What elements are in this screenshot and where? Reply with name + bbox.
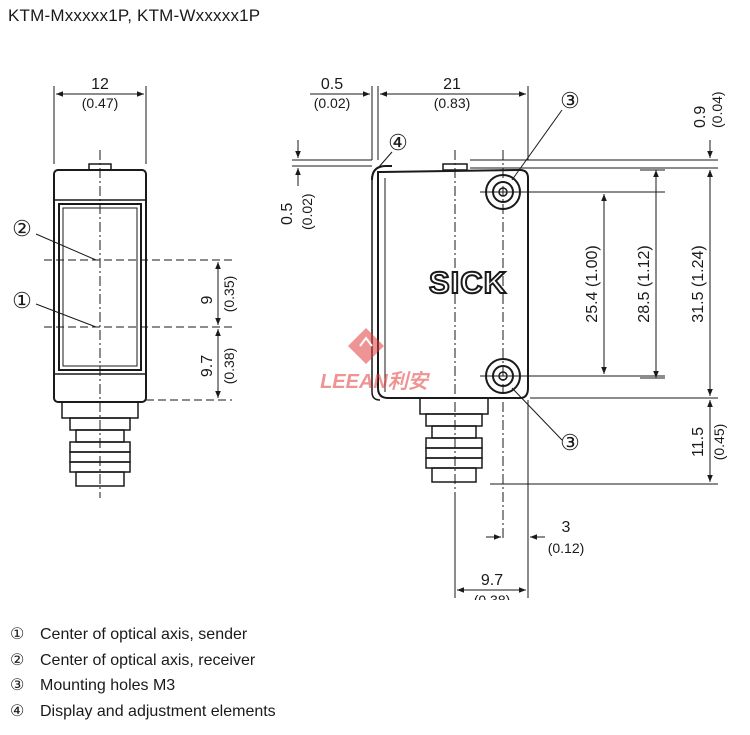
dim-9-in: (0.35) xyxy=(221,276,237,313)
dim-bottom-97-in: (0.38) xyxy=(474,592,511,600)
legend-text: Display and adjustment elements xyxy=(40,702,276,720)
callout-1: ① xyxy=(12,288,32,313)
dim-3: 3 xyxy=(562,519,571,536)
callout-3-bottom: ③ xyxy=(560,430,580,455)
legend-number: ④ xyxy=(10,702,25,720)
dim-21: 21 xyxy=(443,76,461,93)
legend-text: Center of optical axis, sender xyxy=(40,626,248,643)
legend-number: ① xyxy=(10,626,25,643)
dim-12: 12 xyxy=(91,76,109,93)
legend-text: Mounting holes M3 xyxy=(40,677,176,694)
dim-09-in: (0.04) xyxy=(709,91,725,128)
dim-3-in: (0.12) xyxy=(548,540,585,556)
dim-285: 28.5 (1.12) xyxy=(636,245,653,322)
legend-number: ③ xyxy=(10,677,25,694)
brand-logo: SICK xyxy=(429,265,507,300)
dim-05-in: (0.02) xyxy=(314,95,351,111)
dim-115: 11.5 xyxy=(690,427,707,457)
technical-drawing: SICK LEEAN利安 12 (0.47) 0.5 (0.02) 21 (0.… xyxy=(12,76,727,600)
dim-side-05-in: (0.02) xyxy=(299,193,315,230)
dim-bottom-97: 9.7 xyxy=(481,572,503,589)
dim-97-in: (0.38) xyxy=(221,348,237,385)
legend: ① Center of optical axis, sender ② Cente… xyxy=(10,622,276,724)
watermark-text: LEEAN利安 xyxy=(320,370,431,393)
side-view xyxy=(292,86,718,598)
legend-item-2: ② Center of optical axis, receiver xyxy=(10,648,276,674)
dim-09: 0.9 xyxy=(692,106,709,128)
dim-side-05: 0.5 xyxy=(279,203,296,225)
legend-item-4: ④ Display and adjustment elements xyxy=(10,699,276,725)
watermark: LEEAN利安 xyxy=(320,328,431,393)
dim-05: 0.5 xyxy=(321,76,343,93)
dim-254: 25.4 (1.00) xyxy=(584,245,601,322)
legend-text: Center of optical axis, receiver xyxy=(40,651,256,669)
legend-item-3: ③ Mounting holes M3 xyxy=(10,673,276,699)
dim-12-in: (0.47) xyxy=(82,95,119,111)
drawing-title: KTM-Mxxxxx1P, KTM-Wxxxxx1P xyxy=(8,6,261,25)
dim-9: 9 xyxy=(199,295,216,304)
front-view xyxy=(35,86,232,498)
callouts: ② ① ③ ③ ④ xyxy=(12,88,580,455)
callout-3-top: ③ xyxy=(560,88,580,113)
legend-number: ② xyxy=(10,651,25,669)
callout-4: ④ xyxy=(388,130,408,155)
dim-315: 31.5 (1.24) xyxy=(690,245,707,322)
callout-2: ② xyxy=(12,216,32,241)
dim-115-in: (0.45) xyxy=(711,424,727,461)
dim-21-in: (0.83) xyxy=(434,95,471,111)
legend-item-1: ① Center of optical axis, sender xyxy=(10,622,276,648)
dimension-labels: 12 (0.47) 0.5 (0.02) 21 (0.83) 0.9 (0.04… xyxy=(82,76,727,600)
dim-97: 9.7 xyxy=(199,355,216,377)
